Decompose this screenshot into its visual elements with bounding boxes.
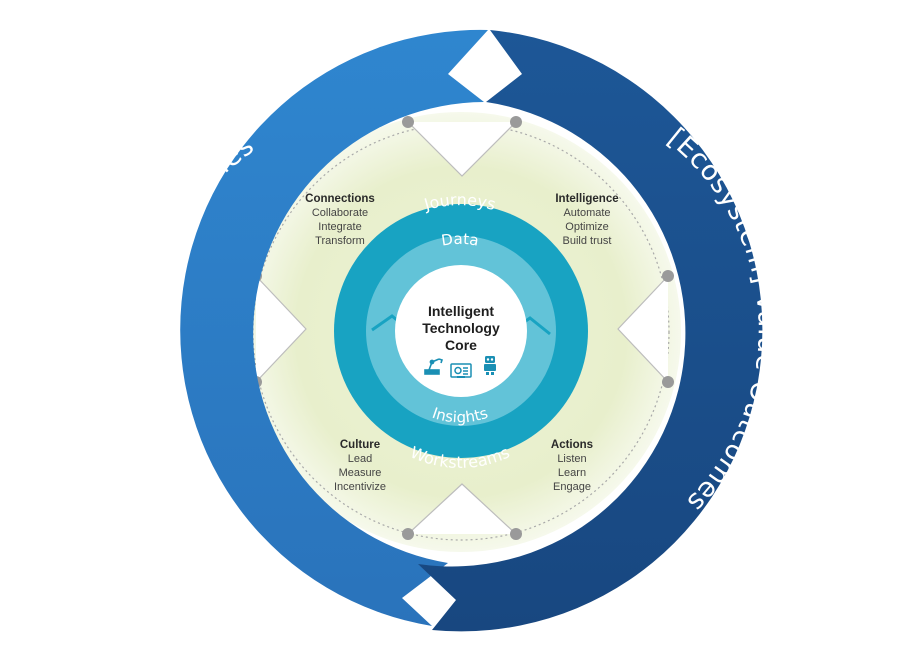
culture-item: Lead xyxy=(348,453,372,465)
notch-bottom xyxy=(408,484,516,534)
insights-label: Insights xyxy=(430,404,490,427)
intelligence-item: Automate xyxy=(563,207,610,219)
intelligence-item: Build trust xyxy=(563,235,612,247)
quadrant-actions: Actions Listen Learn Engage xyxy=(551,439,593,493)
culture-item: Measure xyxy=(339,467,382,479)
actions-item: Learn xyxy=(558,467,586,479)
quadrant-culture: Culture Lead Measure Incentivize xyxy=(334,439,386,493)
intelligence-title: Intelligence xyxy=(555,193,618,205)
connections-item: Integrate xyxy=(318,221,361,233)
actions-title: Actions xyxy=(551,439,593,451)
culture-title: Culture xyxy=(340,439,380,451)
actions-item: Listen xyxy=(557,453,586,465)
notch-left xyxy=(256,276,306,382)
robotic-arm-icon xyxy=(424,358,444,375)
notch-right xyxy=(618,276,668,382)
analytics-screen-icon xyxy=(450,363,472,378)
left-outcome-arc xyxy=(180,29,488,626)
actions-item: Engage xyxy=(553,481,591,493)
core-line-1: Intelligent xyxy=(428,303,494,319)
dotted-guide-circle xyxy=(252,123,670,541)
quadrant-intelligence: Intelligence Automate Optimize Build tru… xyxy=(555,193,618,247)
notch-lines xyxy=(255,121,669,535)
connections-item: Collaborate xyxy=(312,207,368,219)
core-line-2: Technology xyxy=(422,320,500,336)
intelligence-item: Optimize xyxy=(565,221,608,233)
notch-top xyxy=(408,122,516,176)
core-line-3: Core xyxy=(445,337,477,353)
connections-item: Transform xyxy=(315,235,365,247)
robot-icon xyxy=(484,356,496,375)
connections-title: Connections xyxy=(305,193,375,205)
culture-item: Incentivize xyxy=(334,481,386,493)
quadrant-connections: Connections Collaborate Integrate Transf… xyxy=(305,193,375,247)
core-label: Intelligent Technology Core xyxy=(422,303,500,353)
data-label: Data xyxy=(440,230,480,250)
right-outcome-arc xyxy=(418,30,763,632)
